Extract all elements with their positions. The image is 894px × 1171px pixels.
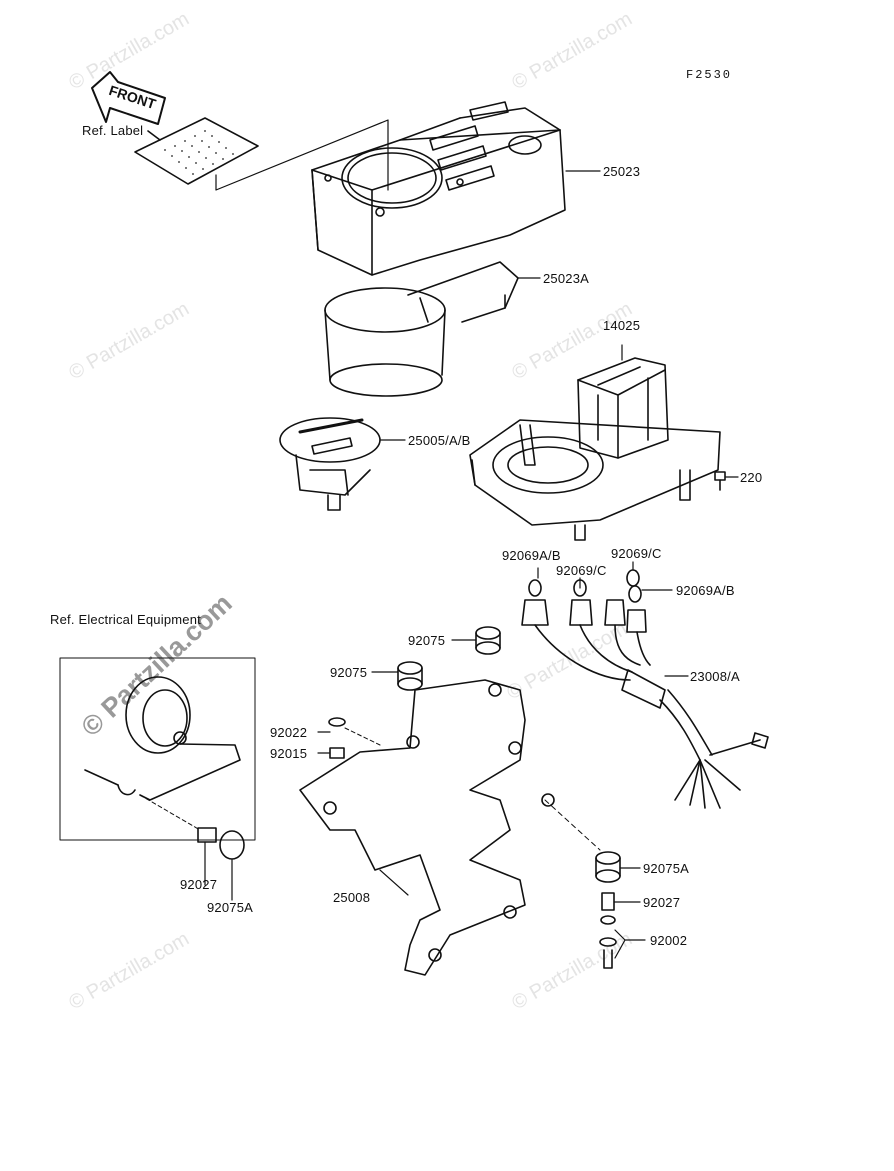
- part-92069AB-right[interactable]: 92069A/B: [676, 583, 735, 598]
- part-92069C-mid[interactable]: 92069/C: [556, 563, 607, 578]
- wiring-harness: [534, 624, 769, 809]
- part-92075-top[interactable]: 92075: [408, 633, 446, 648]
- part-92027-left[interactable]: 92027: [180, 877, 218, 892]
- reference-label-sheet: [134, 117, 389, 191]
- part-92022[interactable]: 92022: [270, 725, 308, 740]
- meter-case: [311, 101, 601, 276]
- meter-base-assembly: [469, 344, 721, 541]
- part-220[interactable]: 220: [740, 470, 763, 485]
- ref-electrical-label: Ref. Electrical Equipment: [50, 612, 201, 627]
- part-92075-left[interactable]: 92075: [330, 665, 368, 680]
- part-14025[interactable]: 14025: [603, 318, 641, 333]
- part-92075A-left[interactable]: 92075A: [207, 900, 254, 915]
- screw-220: [714, 471, 739, 491]
- part-92069C-top[interactable]: 92069/C: [611, 546, 662, 561]
- part-92027-right[interactable]: 92027: [643, 895, 681, 910]
- meter-lens: [324, 261, 541, 397]
- part-92015[interactable]: 92015: [270, 746, 308, 761]
- part-25023[interactable]: 25023: [603, 164, 641, 179]
- bulbs-and-sockets: [521, 561, 673, 633]
- electrical-equipment-ref: [59, 657, 256, 901]
- part-92075A-right[interactable]: 92075A: [643, 861, 690, 876]
- part-92069AB-left[interactable]: 92069A/B: [502, 548, 561, 563]
- meter-bracket: [299, 679, 555, 976]
- part-25008[interactable]: 25008: [333, 890, 371, 905]
- part-92002[interactable]: 92002: [650, 933, 688, 948]
- part-23008[interactable]: 23008/A: [690, 669, 740, 684]
- part-25023A[interactable]: 25023A: [543, 271, 590, 286]
- speedometer-unit: [279, 417, 406, 511]
- diagram-code: F2530: [686, 68, 733, 82]
- front-arrow-icon: [91, 71, 166, 125]
- part-25005[interactable]: 25005/A/B: [408, 433, 471, 448]
- grommets-and-hardware: [317, 626, 646, 969]
- ref-label-label: Ref. Label: [82, 123, 144, 138]
